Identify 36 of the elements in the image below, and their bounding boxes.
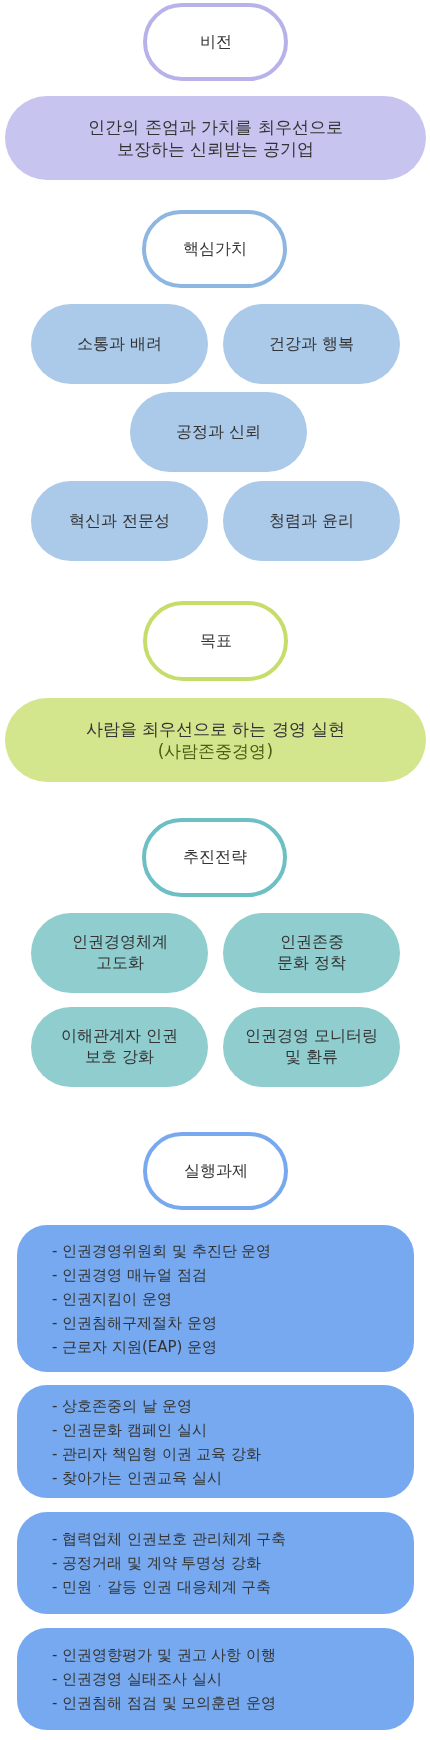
heading-text: 핵심가치: [182, 238, 247, 260]
task-card: [17, 1225, 414, 1372]
task-item: - 인권경영 실태조사 실시: [52, 1669, 222, 1690]
heading-text: 목표: [199, 630, 232, 652]
heading-text: 실행과제: [183, 1160, 248, 1182]
subtitle-text: (사람존중경영): [157, 740, 274, 763]
task-item: - 협력업체 인권보호 관리체계 구축: [52, 1529, 287, 1550]
task-item: - 인권경영위원회 및 추진단 운영: [52, 1240, 272, 1262]
value-label: 소통과 배려: [76, 333, 163, 355]
strategy-label: 인권존중 문화 정착: [275, 932, 348, 974]
value-label: 청렴과 윤리: [268, 510, 355, 532]
task-item: - 찾아가는 인권교육 실시: [52, 1467, 222, 1489]
value-label: 공정과 신뢰: [175, 421, 262, 443]
task-item: - 인권침해 점검 및 모의훈련 운영: [52, 1693, 277, 1714]
statement-text: 사람을 최우선으로 하는 경영 실현: [85, 717, 346, 740]
heading-text: 추진전략: [182, 847, 247, 868]
task-card: [17, 1385, 414, 1498]
strategy-label: 인권경영 모니터링 및 환류: [243, 1026, 380, 1068]
statement-text: 인간의 존엄과 가치를 최우선으로 보장하는 신뢰받는 공기업: [87, 115, 344, 161]
task-item: - 인권침해구제절차 운영: [52, 1312, 217, 1334]
task-card: [17, 1512, 414, 1614]
heading-text: 비전: [199, 31, 232, 53]
task-item: - 근로자 지원(EAP) 운영: [52, 1336, 218, 1358]
value-label: 건강과 행복: [268, 333, 355, 355]
task-item: - 인권문화 캠페인 실시: [52, 1419, 207, 1441]
task-item: - 인권영향평가 및 권고 사항 이행: [52, 1645, 277, 1666]
task-item: - 인권경영 매뉴얼 점검: [52, 1264, 207, 1286]
strategy-label: 이해관계자 인권 보호 강화: [59, 1026, 180, 1068]
task-item: - 관리자 책임형 이권 교육 강화: [52, 1443, 262, 1465]
task-item: - 민원ㆍ갈등 인권 대응체계 구축: [52, 1577, 272, 1598]
strategy-label: 인권경영체계 고도화: [70, 932, 169, 974]
value-label: 혁신과 전문성: [68, 510, 171, 532]
task-item: - 인권지킴이 운영: [52, 1288, 172, 1310]
task-item: - 상호존중의 날 운영: [52, 1395, 192, 1417]
task-item: - 공정거래 및 계약 투명성 강화: [52, 1553, 262, 1574]
task-card: [17, 1628, 414, 1730]
